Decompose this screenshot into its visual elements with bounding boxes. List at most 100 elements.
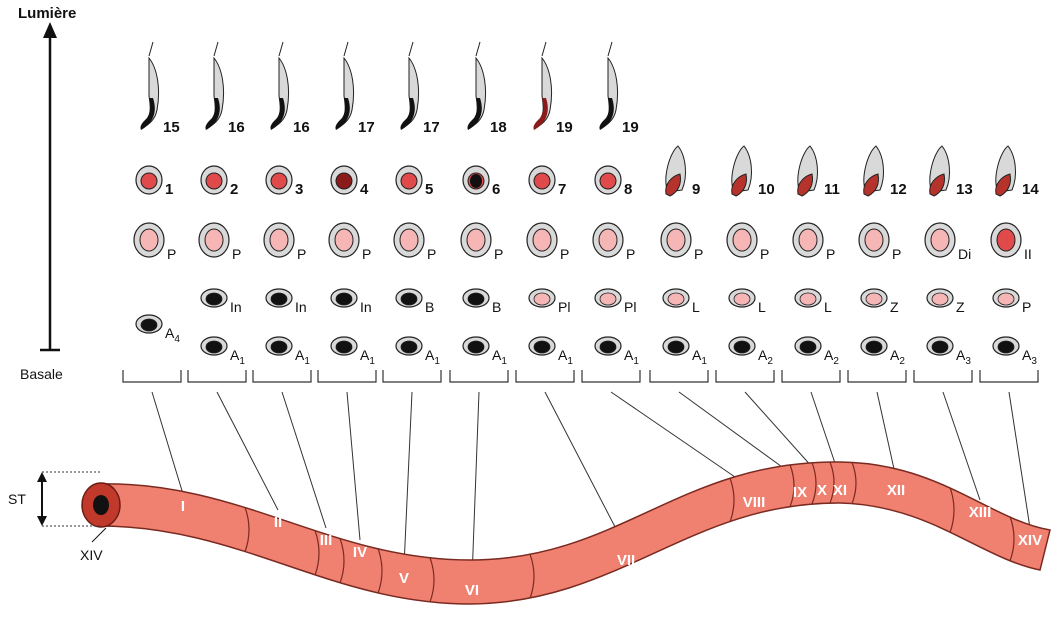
tubule-stage-label: XI	[833, 482, 847, 499]
spermatid-step-label: 8	[624, 181, 632, 198]
tubule-stage-label: V	[399, 570, 409, 587]
spermatogonium-a-label: A1	[692, 347, 707, 367]
spermatocyte-label: P	[427, 246, 436, 262]
segment-divider	[314, 530, 320, 576]
spermatid-step-label: 16	[293, 119, 310, 136]
round-spermatid: 9	[665, 145, 700, 198]
spermatogonium-upper: B	[462, 288, 501, 315]
tubule-stage-label: VIII	[743, 494, 766, 511]
stage-brackets	[122, 370, 1039, 579]
spermatogonium-label: B	[425, 299, 434, 315]
spermatogonium-a-label: A4	[165, 325, 180, 345]
spermatocyte-label: II	[1024, 246, 1032, 262]
spermatogonium-a-label: A1	[558, 347, 573, 367]
spermatid-step-label: 5	[425, 181, 433, 198]
segment-divider	[339, 538, 345, 584]
spermatogonium-upper: L	[794, 288, 832, 315]
stage-bracket	[449, 370, 509, 383]
stage-bracket	[715, 370, 775, 383]
segment-divider	[1009, 516, 1015, 562]
spermatogonium-a: A1	[200, 336, 245, 367]
stage-column-ix: 9P L A1	[660, 145, 707, 367]
spermatocyte: P	[526, 222, 569, 262]
segment-divider	[949, 487, 955, 533]
tubule-stage-label: XIV	[1018, 532, 1042, 549]
leader-line	[610, 391, 755, 491]
spermatogonium-a: A1	[265, 336, 310, 367]
tubule-stage-label: IX	[793, 484, 807, 501]
spermatogonium-label: Pl	[558, 299, 570, 315]
tubule-stage-label: XIII	[969, 504, 992, 521]
spermatocyte-label: P	[694, 246, 703, 262]
tubule-stage-label: X	[817, 482, 827, 499]
spermatogonium-upper: Pl	[528, 288, 570, 315]
segment-divider	[244, 507, 250, 553]
stage-bracket	[847, 370, 907, 383]
segment-divider	[429, 557, 435, 603]
spermatid-step-label: 13	[956, 181, 973, 198]
spermatocyte: P	[592, 222, 635, 262]
segment-divider	[811, 462, 817, 505]
cell-grid: 151PA4162PInA1163PInA1174PInA1175PBA1186…	[133, 41, 1039, 367]
stage-bracket	[913, 370, 973, 383]
segment-divider	[529, 553, 535, 599]
spermatogonium-a: A1	[662, 336, 707, 367]
spermatid-step-label: 7	[558, 181, 566, 198]
spermatocyte-label: P	[892, 246, 901, 262]
spermatid-step-label: 2	[230, 181, 238, 198]
spermatocyte-label: P	[362, 246, 371, 262]
leader-line	[942, 391, 981, 501]
spermatogonium-upper: L	[728, 288, 766, 315]
segment-divider	[377, 548, 383, 594]
elongated-spermatid: 15	[140, 41, 180, 136]
spermatocyte: P	[726, 222, 769, 262]
spermatogonium-upper: L	[662, 288, 700, 315]
elongated-spermatid: 17	[400, 41, 440, 136]
spermatogonium-label: Pl	[624, 299, 636, 315]
spermatogonium-label: In	[295, 299, 307, 315]
spermatocyte: P	[198, 222, 241, 262]
spermatogonium-label: In	[230, 299, 242, 315]
spermatid-step-label: 1	[165, 181, 173, 198]
spermatogonium-a-label: A1	[295, 347, 310, 367]
tubule-stage-label: III	[320, 532, 333, 549]
spermatogonium-label: L	[758, 299, 766, 315]
spermatid-step-label: 16	[228, 119, 245, 136]
tubule-stage-label: I	[181, 498, 185, 515]
leader-line	[403, 391, 413, 567]
spermatocyte: P	[393, 222, 436, 262]
stage-bracket	[979, 370, 1039, 383]
spermatocyte: P	[792, 222, 835, 262]
spermatogonium-a: A1	[330, 336, 375, 367]
spermatogonium-a: A4	[135, 314, 180, 345]
spermatogonium-a-label: A2	[824, 347, 839, 367]
spermatocyte-label: P	[626, 246, 635, 262]
spermatid-step-label: 10	[758, 181, 775, 198]
spermatocyte: Di	[924, 222, 971, 262]
elongated-spermatid: 18	[467, 41, 507, 136]
elongated-spermatid: 16	[270, 41, 310, 136]
segment-divider	[729, 477, 735, 523]
spermatocyte-label: Di	[958, 246, 971, 262]
round-spermatid: 10	[731, 145, 775, 198]
round-spermatid: 5	[395, 165, 433, 198]
spermatogonium-upper: Pl	[594, 288, 636, 315]
spermatid-step-label: 6	[492, 181, 500, 198]
stage-bracket	[781, 370, 841, 383]
spermatogonium-upper: In	[330, 288, 372, 315]
st-dimension: ST	[8, 471, 100, 527]
tubule-stage-label: II	[274, 514, 282, 531]
tubule-end-label: XIV	[80, 547, 103, 563]
tubule-stage-label: XII	[887, 482, 905, 499]
spermatogonium-label: Z	[956, 299, 965, 315]
spermatid-step-label: 19	[556, 119, 573, 136]
